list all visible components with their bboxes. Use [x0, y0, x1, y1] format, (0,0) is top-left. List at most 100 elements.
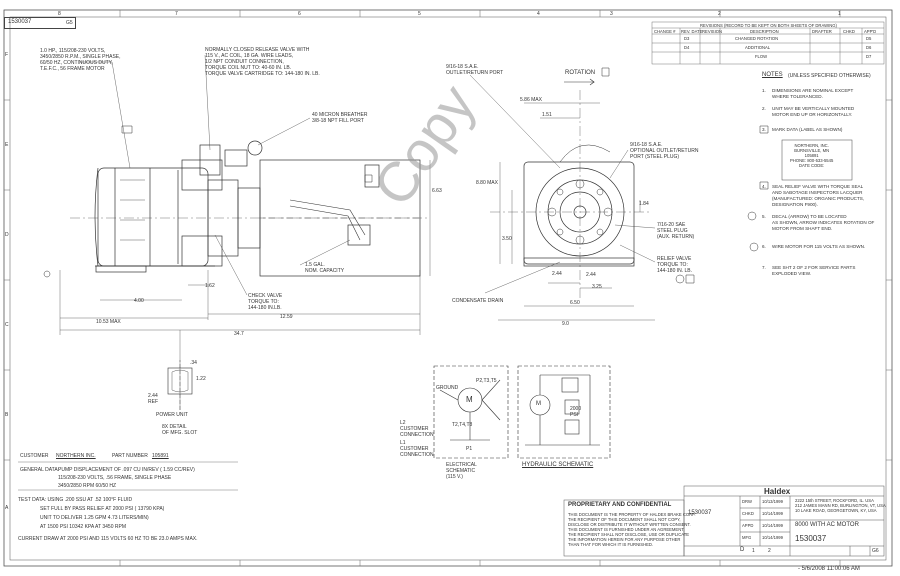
- note-text-1: DIMENSIONS ARE NOMINAL EXCEPT WHERE TOLE…: [772, 88, 854, 99]
- rev-header-appd: APP'D: [864, 29, 877, 34]
- delivery-pressure-line: AT 1500 PSI 10342 KPA AT 3450 RPM: [40, 524, 126, 530]
- hydraulic-schematic: [517, 365, 611, 459]
- note-text-3: MARK DATA (LABEL AS SHOWN): [772, 127, 843, 132]
- dim-9-0: 9.0: [562, 321, 569, 327]
- detail-label: 8X DETAIL OF MFG. SLOT: [162, 424, 198, 436]
- dim-4-00: 4.00: [134, 298, 144, 304]
- rev-row-1-desc: CHANGED ROTATION: [735, 36, 779, 41]
- note-text-7: SEE SHT 2 OF 2 FOR SERVICE PARTS EXPLODE…: [772, 265, 856, 276]
- electrical-schematic: [433, 365, 509, 459]
- checked-label: CHKD: [742, 511, 754, 516]
- note-text-5: DECAL (ARROW) TO BE LOCATED AS SHOWN, AR…: [772, 214, 875, 231]
- drawing-title: 8000 WITH AC MOTOR: [795, 522, 859, 528]
- release-valve-callout: NORMALLY CLOSED RELEASE VALVE WITH 115 V…: [205, 47, 320, 77]
- drawn-date: 10/13/1999: [762, 499, 783, 504]
- ground-label: GROUND: [436, 385, 459, 391]
- rev-header-desc: DESCRIPTION: [750, 29, 779, 34]
- dim-34: .34: [190, 360, 197, 366]
- p1-label: P1: [466, 446, 473, 452]
- motor-callout: 1.0 HP., 115/208-230 VOLTS, 3450/2850 R.…: [40, 48, 121, 72]
- outlet-port-callout: 9/16-18 S.A.E. OUTLET/RETURN PORT: [446, 64, 504, 76]
- mark-data-box: [781, 139, 853, 181]
- check-valve-callout: CHECK VALVE TORQUE TO: 144-180 IN.LB.: [248, 293, 283, 311]
- current-draw-line: CURRENT DRAW AT 2000 PSI AND 115 VOLTS 6…: [18, 536, 198, 542]
- top-number-box: [4, 17, 76, 29]
- l2-connection-label: L2 CUSTOMER CONNECTION: [400, 420, 434, 438]
- breather-callout: 40 MICRON BREATHER 3/8-18 NPT FILL PORT: [312, 112, 368, 124]
- dim-2-44-ref: 2.44 REF: [148, 393, 158, 405]
- note-number-2: 2.: [762, 106, 766, 111]
- hydraulic-schematic-title: HYDRAULIC SCHEMATIC: [522, 462, 594, 468]
- condensate-drain-callout: CONDENSATE DRAIN: [452, 298, 504, 304]
- rev-header-rev: REVISION: [702, 29, 723, 34]
- l1-connection-label: L1 CUSTOMER CONNECTION: [400, 440, 434, 458]
- dwg-label-left: 1530037: [688, 510, 712, 516]
- dim-6-63: 6.63: [432, 188, 442, 194]
- rev-row-1-date: D3: [684, 36, 690, 41]
- rev-row-2-appd: D6: [866, 45, 872, 50]
- motor-symbol-label: M: [466, 395, 473, 404]
- test-data-line: TEST DATA: USING .200 SSU AT .52 100°F F…: [18, 497, 133, 503]
- title-block-grid: [563, 485, 885, 557]
- unit-delivery-line: UNIT TO DELIVER 1.25 GPM 4.73 LITERS/MIN…: [40, 515, 149, 521]
- revision-table-grid: [651, 21, 885, 65]
- general-data-label: GENERAL DATA:: [20, 467, 60, 473]
- mark-data-label: NORTHERN, INC. BURNSVILLE, MN 105891 PHO…: [790, 143, 834, 168]
- dim-1-51: 1.51: [542, 112, 552, 118]
- col-marker-1: 1: [838, 11, 841, 17]
- end-view: [490, 90, 650, 300]
- note-number-7: 7.: [762, 265, 766, 270]
- dim-5-86: 5.86 MAX: [520, 97, 542, 103]
- dim-1-22: 1.22: [196, 376, 206, 382]
- col-marker-3: 3: [610, 11, 613, 17]
- rev-row-3-appd: D7: [866, 54, 872, 59]
- rotation-label: ROTATION: [565, 70, 596, 76]
- row-marker-d: D: [5, 232, 9, 238]
- revision-table-title: REVISIONS (RECORD TO BE KEPT ON BOTH SHE…: [700, 23, 837, 28]
- dim-1-84: 1.84: [639, 201, 649, 207]
- rev-header-date: REV. DATE: [681, 29, 703, 34]
- part-number-value: 105891: [152, 453, 169, 459]
- dim-12-59: 12.59: [280, 314, 293, 320]
- optional-port-callout: 9/16-18 S.A.E. OPTIONAL OUTLET/RETURN PO…: [630, 142, 699, 160]
- relief-psi-label: 2000 PSI: [570, 406, 582, 418]
- customer-label: CUSTOMER: [20, 453, 49, 459]
- col-marker-5: 5: [418, 11, 421, 17]
- note-number-5: 5.: [762, 214, 766, 219]
- row-marker-e: E: [5, 142, 9, 148]
- top-drawing-number: 1530037: [8, 19, 32, 25]
- col-marker-6: 6: [298, 11, 301, 17]
- rev-row-2-desc: ADDITIONAL: [745, 45, 771, 50]
- sheet-of: 2: [768, 548, 771, 554]
- company-address: 2222 15th STREET, ROCKFORD, IL. USA 212 …: [795, 498, 886, 513]
- dim-3-50: 3.50: [502, 236, 512, 242]
- drawing-number: 1530037: [795, 534, 827, 543]
- proprietary-text: THIS DOCUMENT IS THE PROPERTY OF HALDEX …: [568, 512, 696, 547]
- print-timestamp: - 5/6/2008 11:00:06 AM: [798, 566, 860, 572]
- mfg-label: MFG: [742, 535, 752, 540]
- approved-label: APPD: [742, 523, 754, 528]
- notes-subtitle: (UNLESS SPECIFIED OTHERWISE): [788, 73, 871, 79]
- dim-6-50: 6.50: [570, 300, 580, 306]
- row-marker-b: B: [5, 412, 9, 418]
- drawing-size: D: [740, 547, 745, 553]
- steel-plug-callout: 7/16-20 SAE STEEL PLUG (AUX. RETURN): [657, 222, 695, 240]
- col-marker-4: 4: [537, 11, 540, 17]
- detail-view: [167, 360, 193, 410]
- rotation-arrow: [564, 78, 595, 86]
- rev-header-change: CHANGE #: [654, 29, 676, 34]
- checked-date: 10/14/1999: [762, 511, 783, 516]
- dim-1-62: 1.62: [205, 283, 215, 289]
- col-marker-7: 7: [175, 11, 178, 17]
- rev-header-chkd: CHKD: [843, 29, 855, 34]
- motor-voltage-line: 115/208-230 VOLTS, .56 FRAME, SINGLE PHA…: [58, 475, 172, 481]
- dim-10-53: 10.53 MAX: [96, 319, 121, 325]
- relief-valve-callout: RELIEF VALVE TORQUE TO: 144-180 IN. LB.: [657, 256, 693, 274]
- rev-row-1-appd: D5: [866, 36, 872, 41]
- note-text-6: WIRE MOTOR FOR 115 VOLTS AS SHOWN.: [772, 244, 866, 249]
- customer-value: NORTHERN INC.: [56, 453, 96, 459]
- mfg-date: 10/14/1999: [762, 535, 783, 540]
- note-number-3: 3.: [762, 127, 766, 132]
- sheet-number: 1: [752, 548, 755, 554]
